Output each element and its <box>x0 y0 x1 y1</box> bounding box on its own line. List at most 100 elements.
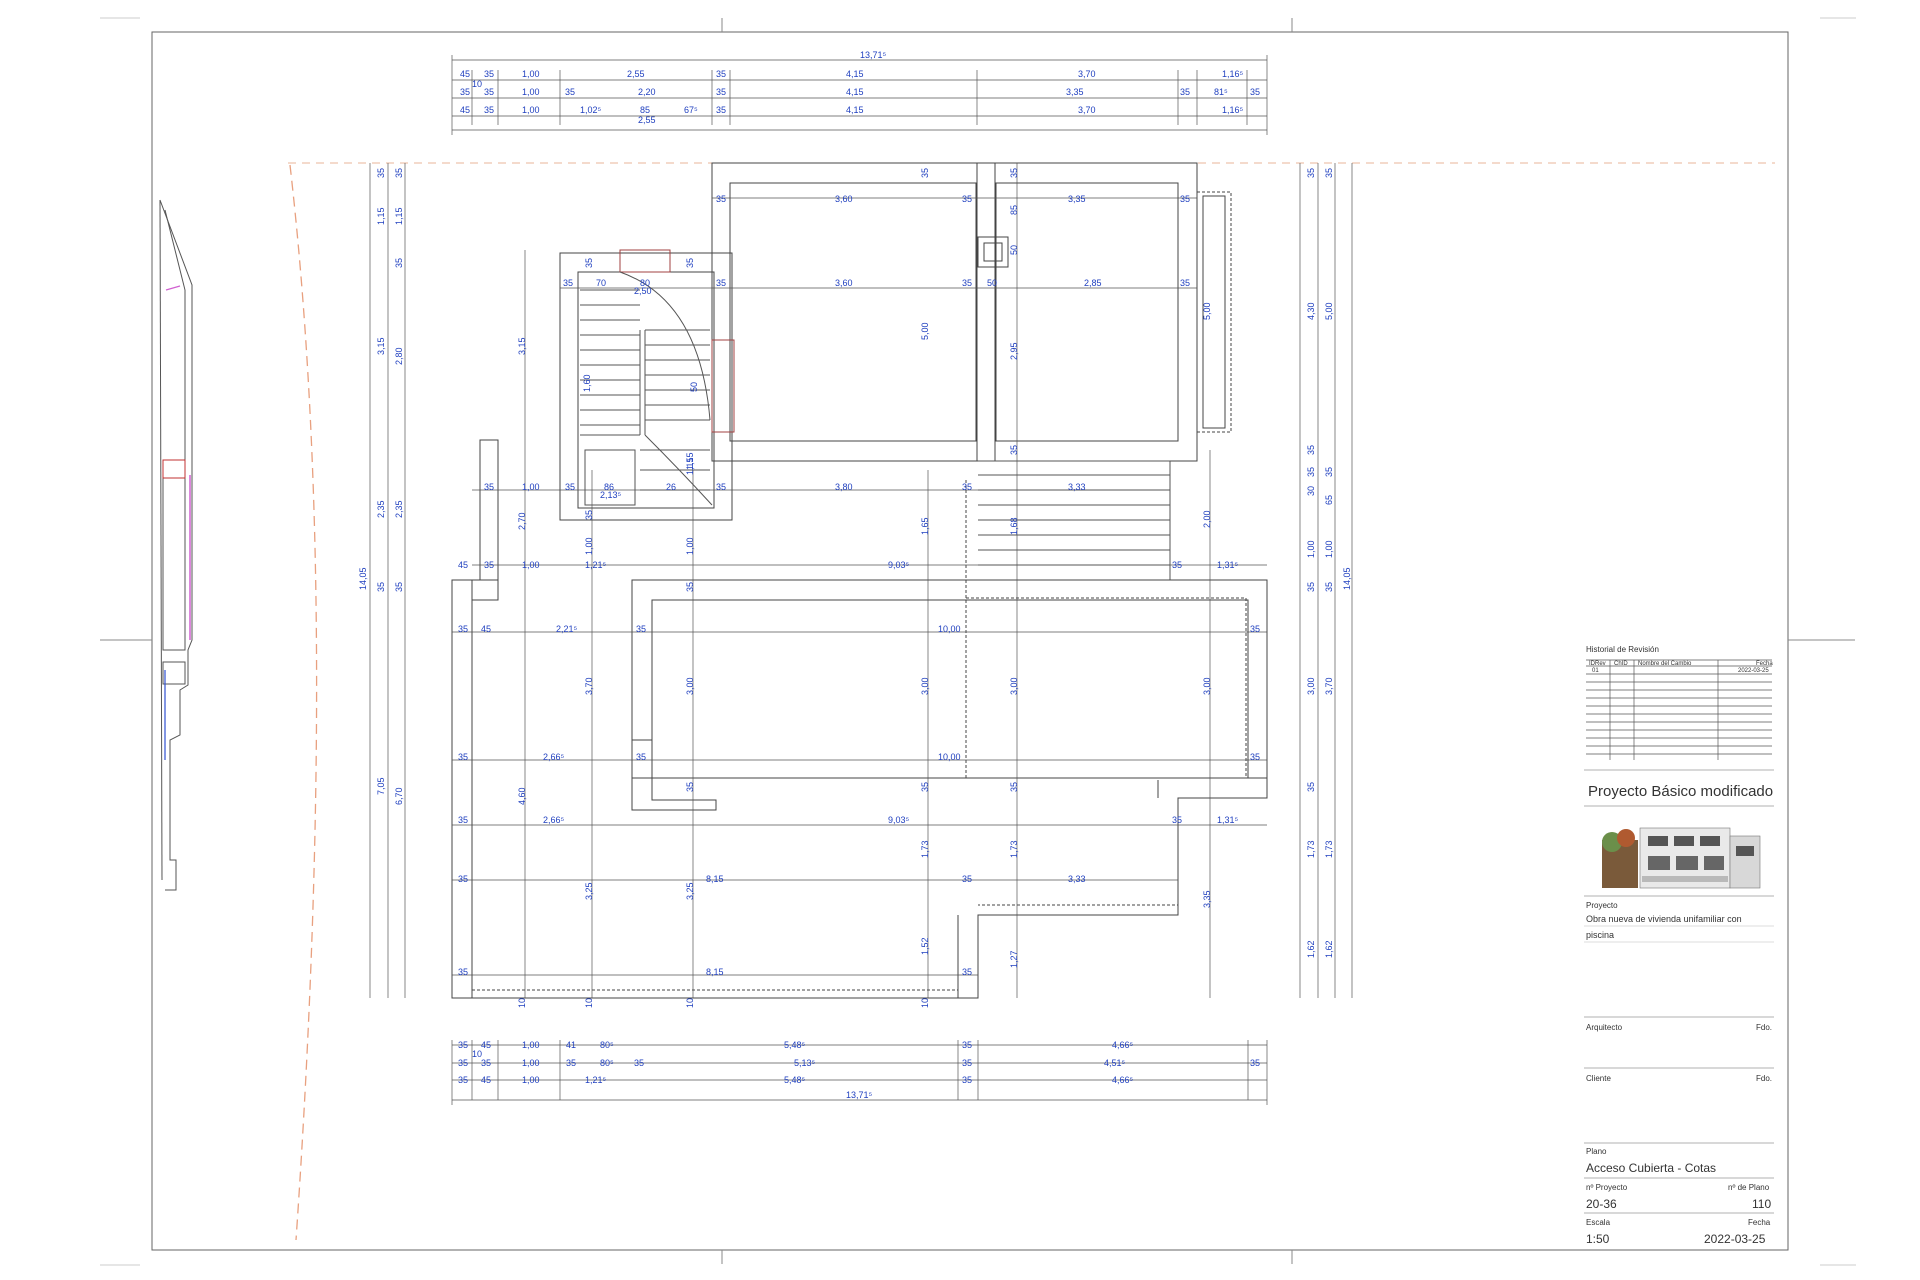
dim-label: 7,05 <box>376 777 386 795</box>
dim-label: 35 <box>1180 278 1190 288</box>
dim-label: 35 <box>962 482 972 492</box>
dim-label: 1,16⁵ <box>1222 69 1244 79</box>
dim-label: 50 <box>689 382 699 392</box>
dim-label: 10 <box>685 998 695 1008</box>
dim-label: 2,70 <box>517 512 527 530</box>
dim-label: 35 <box>962 278 972 288</box>
dim-label: 2,80 <box>394 347 404 365</box>
dim-label: 85 <box>640 105 650 115</box>
dim-label: 65 <box>1324 495 1334 505</box>
dim-label: 35 <box>716 105 726 115</box>
dim-label: 3,33 <box>1068 482 1086 492</box>
fecha-value: 2022-03-25 <box>1704 1232 1766 1246</box>
dim-label: 80 <box>640 278 650 288</box>
dim-label: 1,21⁵ <box>585 1075 607 1085</box>
dim-label: 35 <box>716 482 726 492</box>
dim-label: 35 <box>1250 87 1260 97</box>
dim-label: 35 <box>458 967 468 977</box>
dim-label: 5,48⁵ <box>784 1040 806 1050</box>
dim-label: 3,35 <box>1202 890 1212 908</box>
dim-label: 4,66⁵ <box>1112 1075 1134 1085</box>
dim-label: 3,33 <box>1068 874 1086 884</box>
nproyecto-label: nº Proyecto <box>1586 1183 1628 1192</box>
dim-label: 9,03⁵ <box>888 560 910 570</box>
property-line <box>288 162 1775 1241</box>
dim-label: 5,48⁵ <box>784 1075 806 1085</box>
dim-label: 35 <box>1250 624 1260 634</box>
dim-label: 5,00 <box>1324 302 1334 320</box>
dim-label: 1,73 <box>1009 840 1019 858</box>
dim-label: 86 <box>604 482 614 492</box>
nproyecto-value: 20-36 <box>1586 1197 1617 1211</box>
arquitecto-label: Arquitecto <box>1586 1023 1623 1032</box>
dim-label: 1,31⁵ <box>1217 560 1239 570</box>
project-thumbnail-image <box>1594 820 1764 889</box>
dim-label: 3,00 <box>685 677 695 695</box>
dim-label: 35 <box>458 815 468 825</box>
dim-label: 35 <box>1172 815 1182 825</box>
proyecto-value-line1: Obra nueva de vivienda unifamiliar con <box>1586 914 1742 924</box>
dim-label: 2,21⁵ <box>556 624 578 634</box>
dim-label: 35 <box>458 752 468 762</box>
dim-label: 4,15 <box>846 87 864 97</box>
dim-label: 35 <box>716 69 726 79</box>
dim-label: 4,15 <box>846 105 864 115</box>
dim-label: 41 <box>566 1040 576 1050</box>
dim-label: 3,80 <box>835 482 853 492</box>
dim-label: 35 <box>584 258 594 268</box>
dim-label: 2,55 <box>638 115 656 125</box>
dim-label: 35 <box>636 624 646 634</box>
rev-header-chid: ChID <box>1614 661 1628 667</box>
dim-label: 1,16⁵ <box>1222 105 1244 115</box>
dim-label: 35 <box>484 105 494 115</box>
dim-label: 2,95 <box>1009 342 1019 360</box>
dim-label: 3,60 <box>835 194 853 204</box>
dim-label: 35 <box>636 752 646 762</box>
dim-label: 45 <box>481 624 491 634</box>
dim-label: 4,51⁵ <box>1104 1058 1126 1068</box>
dim-label: 35 <box>962 967 972 977</box>
dim-label: 10 <box>584 998 594 1008</box>
dim-label: 1,00 <box>522 1058 540 1068</box>
sheet-frame <box>100 17 1856 1266</box>
dim-label: 1,73 <box>920 840 930 858</box>
dim-label: 2,20 <box>638 87 656 97</box>
dim-label: 35 <box>1009 782 1019 792</box>
dim-label: 35 <box>685 258 695 268</box>
project-name: Proyecto Básico modificado <box>1588 783 1773 800</box>
dim-label: 3,00 <box>1202 677 1212 695</box>
dim-label: 35 <box>1306 467 1316 477</box>
dim-label: 3,00 <box>920 677 930 695</box>
dim-label: 1,60 <box>582 374 592 392</box>
dim-label: 3,70 <box>1078 105 1096 115</box>
rev-header-fecha: Fecha <box>1756 661 1773 667</box>
dim-label: 35 <box>1009 445 1019 455</box>
rev-header-nombre: Nombre del Cambio <box>1638 661 1692 667</box>
dim-label: 35 <box>376 582 386 592</box>
dim-label: 35 <box>1324 168 1334 178</box>
dim-label: 26 <box>666 482 676 492</box>
dim-label: 45 <box>460 69 470 79</box>
dim-label: 2,85 <box>1084 278 1102 288</box>
dim-label: 9,03⁵ <box>888 815 910 825</box>
revision-history-title: Historial de Revisión <box>1586 645 1659 654</box>
dim-label: 80⁵ <box>600 1040 614 1050</box>
dim-label: 1,21⁵ <box>585 560 607 570</box>
dim-label: 10,00 <box>938 752 961 762</box>
dim-label: 6,70 <box>394 787 404 805</box>
dim-label: 35 <box>394 258 404 268</box>
dim-label: 35 <box>1009 168 1019 178</box>
dim-label: 1,00 <box>522 1075 540 1085</box>
dim-label: 35 <box>1172 560 1182 570</box>
dim-label: 35 <box>1306 582 1316 592</box>
dim-label: 1,00 <box>522 482 540 492</box>
dim-label: 1,62 <box>1324 940 1334 958</box>
dim-label: 45 <box>481 1075 491 1085</box>
dim-label: 30 <box>1306 486 1316 496</box>
dim-label: 35 <box>716 87 726 97</box>
dim-label: 35 <box>458 624 468 634</box>
dim-label: 1,52 <box>920 937 930 955</box>
dim-label: 35 <box>962 874 972 884</box>
rev-header-idrev: IDRev <box>1589 661 1606 667</box>
dim-label: 35 <box>458 1040 468 1050</box>
